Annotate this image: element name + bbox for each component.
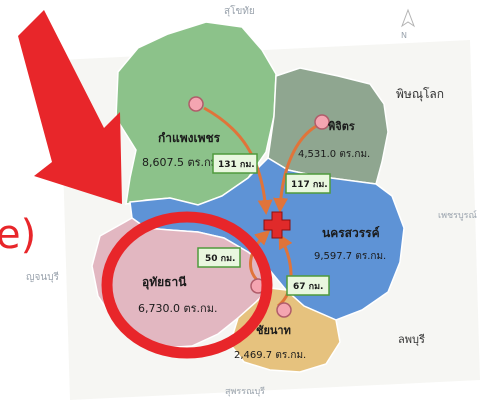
distance-text-117: 117 กม. [291, 180, 328, 190]
seat-marker-kamphaeng-phet [188, 96, 204, 112]
annotation-arrow [18, 10, 122, 204]
route-phichit [273, 122, 321, 213]
distance-label-117: 117 กม. [285, 173, 331, 194]
annotation-circle [101, 211, 273, 359]
outer-label-right-bottom: ลพบุรี [398, 333, 425, 346]
cross-icon [263, 211, 291, 239]
arrow-down-right-icon [18, 10, 122, 204]
route-chai-nat [276, 233, 293, 308]
annotation-fragment: e) [0, 212, 36, 258]
province-name-kamphaeng-phet: กำแพงเพชร [158, 131, 221, 145]
province-area-phichit: 4,531.0 ตร.กม. [298, 149, 370, 160]
distance-text-67: 67 กม. [293, 282, 323, 292]
province-area-kamphaeng-phet: 8,607.5 ตร.กม. [142, 156, 221, 169]
north-arrow-icon [400, 8, 416, 28]
province-name-uthai-thani: อุทัยธานี [142, 275, 187, 290]
province-name-chai-nat: ชัยนาท [256, 324, 291, 337]
distance-text-50: 50 กม. [205, 254, 235, 264]
centre-marker [263, 211, 291, 239]
north-label: N [401, 31, 407, 40]
outer-label-bottom: สุพรรณบุรี [225, 386, 265, 397]
seat-marker-phichit [314, 114, 330, 130]
outer-label-top: สุโขทัย [224, 4, 255, 17]
seat-marker-chai-nat [276, 302, 292, 318]
province-area-uthai-thani: 6,730.0 ตร.กม. [138, 302, 217, 315]
province-area-nakhon-sawan: 9,597.7 ตร.กม. [314, 251, 386, 262]
distance-label-50: 50 กม. [197, 247, 241, 268]
north-arrow: N [400, 8, 416, 40]
outer-label-right-mid: เพชรบูรณ์ [438, 209, 477, 221]
route-kamphaeng-phet [203, 106, 273, 215]
province-name-phichit: พิจิตร [328, 120, 355, 133]
distance-label-131: 131 กม. [212, 153, 258, 174]
province-name-nakhon-sawan: นครสวรรค์ [322, 226, 380, 240]
province-area-chai-nat: 2,469.7 ตร.กม. [234, 350, 306, 361]
distance-label-67: 67 กม. [286, 275, 330, 296]
outer-label-left-mid: ญจนบุรี [26, 271, 60, 283]
outer-label-right-top: พิษณุโลก [396, 87, 444, 102]
distance-text-131: 131 กม. [218, 160, 255, 170]
